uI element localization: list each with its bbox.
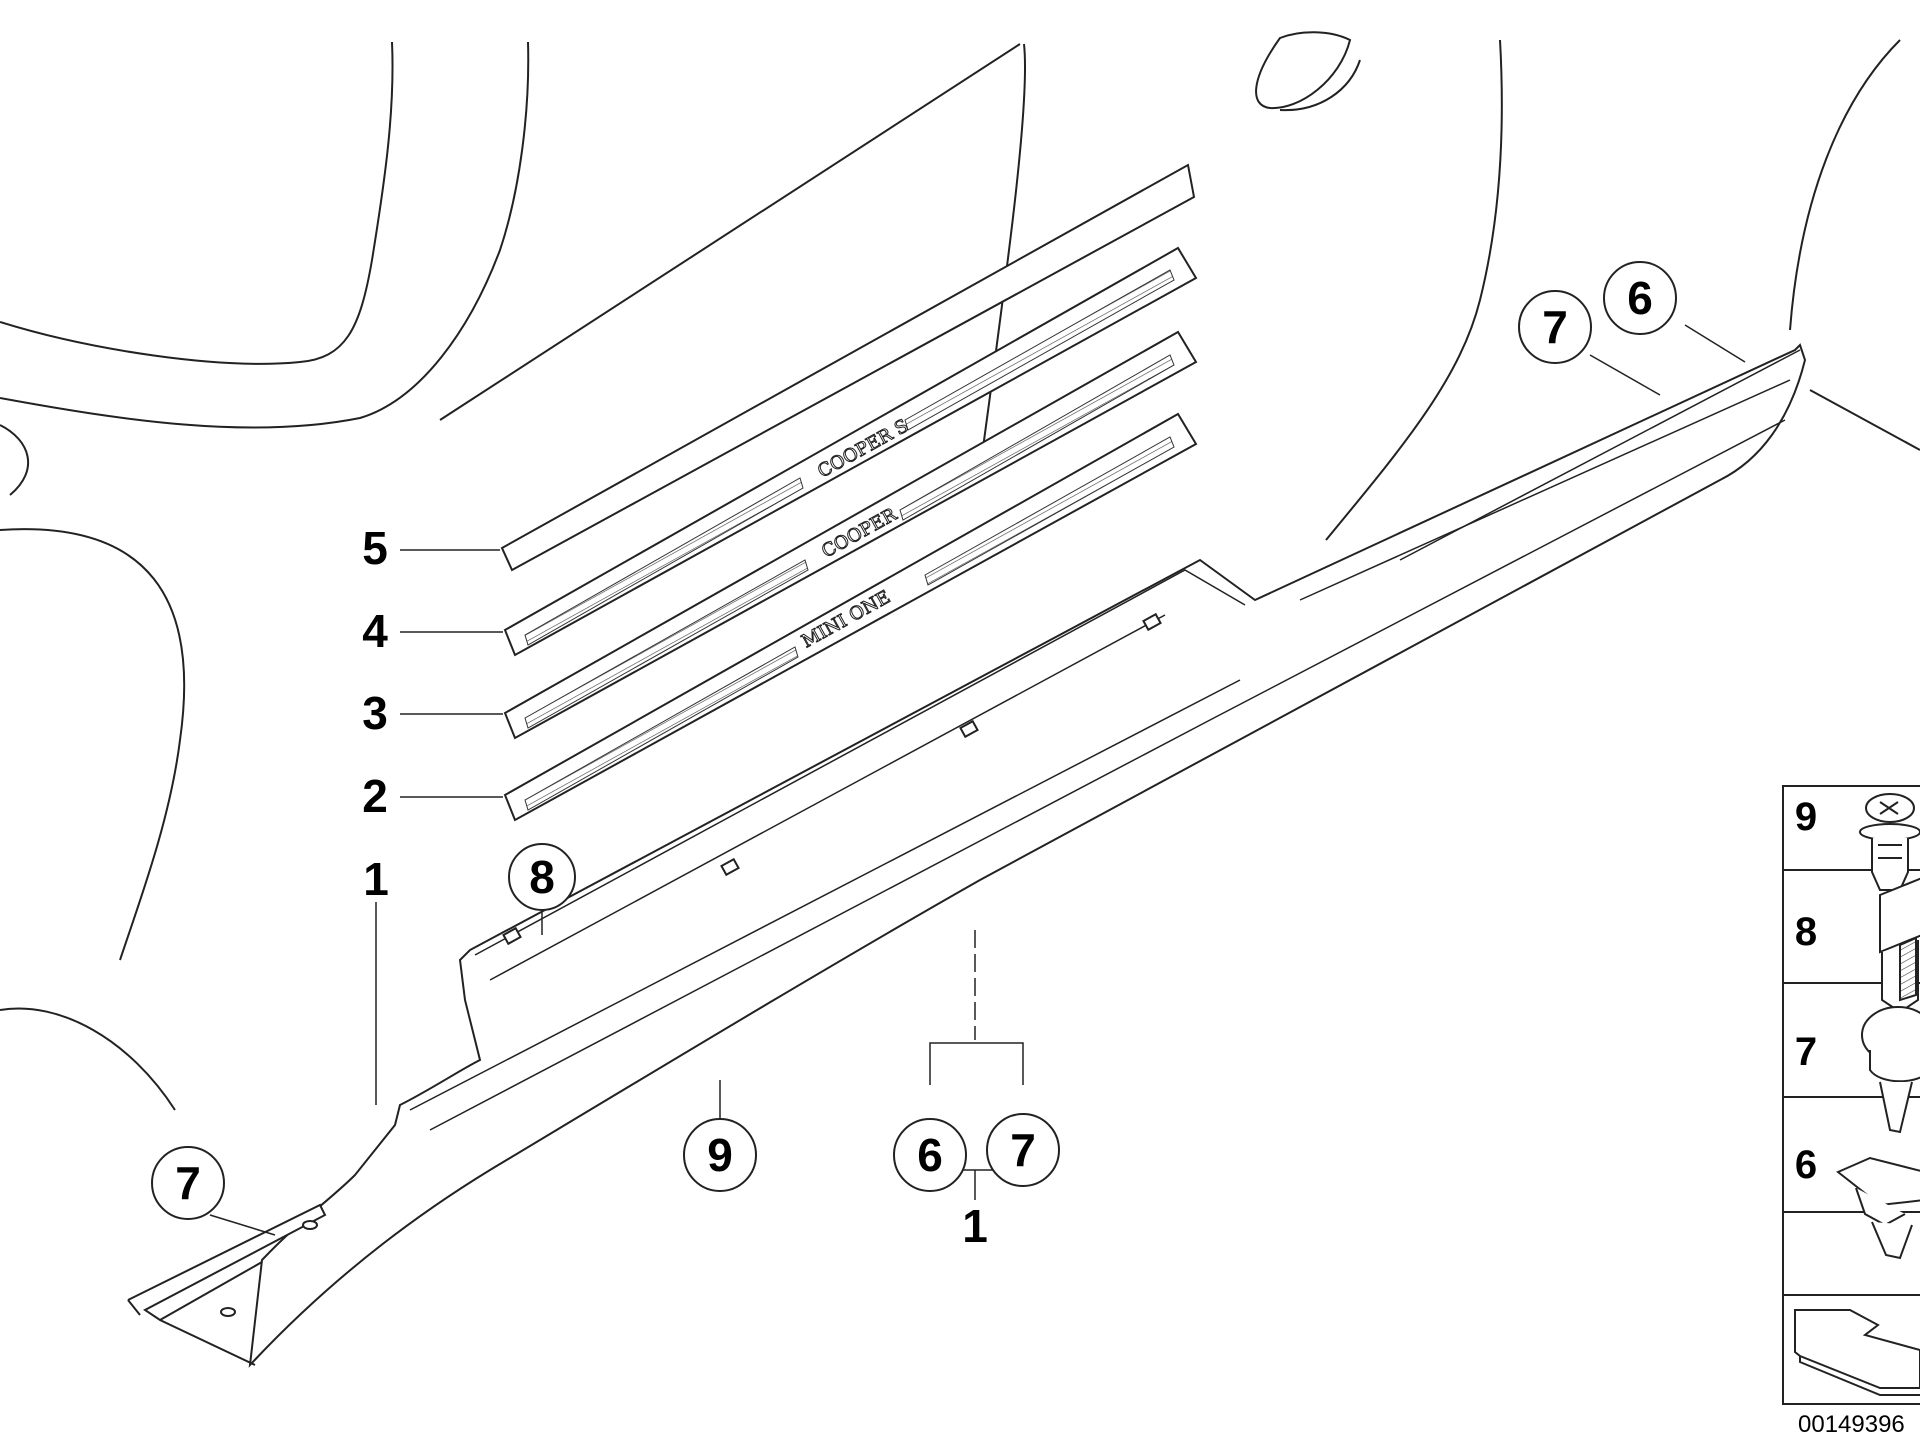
circle-callout-8-label: 8 bbox=[529, 851, 555, 903]
legend-label-9: 9 bbox=[1795, 795, 1817, 839]
plate-clip-icon bbox=[1836, 1156, 1920, 1260]
circle-callout-9: 9 bbox=[683, 1118, 757, 1192]
circle-callout-6-top: 6 bbox=[1603, 261, 1677, 335]
car-body-outline bbox=[0, 31, 1920, 1111]
sill-strip-5 bbox=[500, 163, 1196, 572]
arrow-icon bbox=[1794, 1309, 1920, 1396]
screw-clip-icon bbox=[1859, 793, 1920, 891]
leader-lines bbox=[209, 324, 1746, 1236]
expansion-rivet-icon bbox=[1861, 1006, 1920, 1134]
circle-callout-7-left: 7 bbox=[151, 1146, 225, 1220]
clip-nut-icon bbox=[1879, 877, 1920, 1014]
circle-callout-8: 8 bbox=[508, 843, 576, 911]
legend-label-8: 8 bbox=[1795, 910, 1817, 954]
circle-callout-6-bottom-label: 6 bbox=[917, 1129, 943, 1181]
circle-callout-6-top-label: 6 bbox=[1627, 272, 1653, 324]
circle-callout-7-bottom-label: 7 bbox=[1010, 1124, 1036, 1176]
circle-callout-7-left-label: 7 bbox=[175, 1157, 201, 1209]
circle-callout-7-top-label: 7 bbox=[1542, 301, 1568, 353]
circle-callout-9-label: 9 bbox=[707, 1129, 733, 1181]
legend-label-7: 7 bbox=[1795, 1030, 1817, 1074]
callout-3: 3 bbox=[362, 687, 388, 739]
document-number: 00149396 bbox=[1798, 1411, 1905, 1438]
circle-callout-7-top: 7 bbox=[1518, 290, 1592, 364]
fastener-legend: 9 8 7 6 bbox=[1782, 785, 1920, 1405]
circle-callout-7-bottom: 7 bbox=[986, 1113, 1060, 1187]
callout-4: 4 bbox=[362, 605, 388, 657]
callout-1-left: 1 bbox=[363, 853, 389, 905]
callout-1-bottom: 1 bbox=[962, 1200, 988, 1252]
legend-label-6: 6 bbox=[1795, 1143, 1817, 1187]
callout-2: 2 bbox=[362, 770, 388, 822]
sill-strip-4: COOPER S bbox=[503, 246, 1198, 657]
side-sill-cover bbox=[127, 343, 1807, 1368]
callout-5: 5 bbox=[362, 522, 388, 574]
circle-callout-6-bottom: 6 bbox=[893, 1118, 967, 1192]
sill-strip-2: MINI ONE bbox=[503, 412, 1198, 822]
